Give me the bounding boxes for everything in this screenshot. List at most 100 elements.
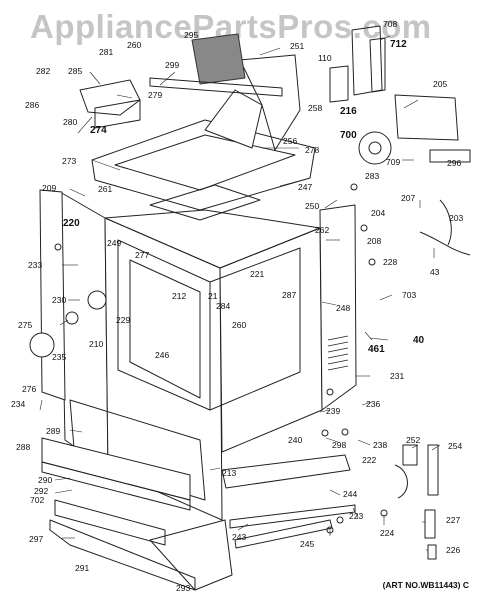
callout-c71: 292 bbox=[34, 486, 49, 496]
callout-c50: 260 bbox=[232, 320, 247, 330]
callout-c55: 235 bbox=[52, 352, 67, 362]
callout-c60: 236 bbox=[366, 399, 381, 409]
callout-c2: 281 bbox=[99, 47, 114, 57]
cylinder-227 bbox=[424, 509, 436, 539]
broiler-area bbox=[69, 399, 206, 501]
callout-c48: 248 bbox=[336, 303, 351, 313]
burner-assembly bbox=[79, 79, 141, 116]
callout-c33: 203 bbox=[449, 213, 464, 223]
hinge-254 bbox=[427, 444, 439, 496]
callout-c67: 298 bbox=[332, 440, 347, 450]
callout-c21: 273 bbox=[62, 156, 77, 166]
callout-c82: 293 bbox=[176, 583, 191, 593]
callout-c11: 279 bbox=[148, 90, 163, 100]
callout-c75: 297 bbox=[29, 534, 44, 544]
callout-c35: 208 bbox=[367, 236, 382, 246]
art-number: (ART NO.WB11443) C bbox=[382, 580, 469, 590]
callout-c9: 299 bbox=[165, 60, 180, 70]
callout-c38: 221 bbox=[250, 269, 265, 279]
callout-c81: 226 bbox=[446, 545, 461, 555]
callout-c5: 708 bbox=[383, 19, 398, 29]
control-knob bbox=[29, 332, 55, 358]
ignitor-bracket bbox=[429, 149, 471, 163]
callout-c66: 254 bbox=[448, 441, 463, 451]
rear-bracket-205 bbox=[394, 94, 459, 141]
hinge-252 bbox=[402, 444, 418, 466]
oven-cavity-inner bbox=[129, 259, 201, 399]
oven-body-left-side bbox=[59, 191, 109, 471]
knob-insert bbox=[65, 311, 79, 325]
callout-c27: 247 bbox=[298, 182, 313, 192]
callout-c13: 280 bbox=[63, 117, 78, 127]
ignitor-wire bbox=[439, 199, 452, 246]
callout-c39: 228 bbox=[383, 257, 398, 267]
callout-c47: 229 bbox=[116, 315, 131, 325]
callout-c1: 260 bbox=[127, 40, 142, 50]
callout-c32: 262 bbox=[315, 225, 330, 235]
rotisserie-handle bbox=[394, 464, 408, 499]
callout-c6: 712 bbox=[390, 39, 407, 50]
callout-c45: 703 bbox=[402, 290, 417, 300]
callout-c42: 212 bbox=[172, 291, 187, 301]
callout-c46: 230 bbox=[52, 295, 67, 305]
callout-c25: 209 bbox=[42, 183, 57, 193]
callout-c15: 216 bbox=[340, 106, 357, 117]
callout-c53: 40 bbox=[413, 335, 425, 346]
callout-c34: 249 bbox=[107, 238, 122, 248]
relay-110 bbox=[329, 65, 349, 103]
burner-assembly-part bbox=[94, 99, 141, 129]
callout-c8: 285 bbox=[68, 66, 83, 76]
callout-c4: 251 bbox=[290, 41, 305, 51]
callout-c69: 213 bbox=[222, 468, 237, 478]
wire-43 bbox=[419, 231, 471, 256]
callout-c64: 238 bbox=[373, 440, 388, 450]
callout-c7: 282 bbox=[36, 66, 51, 76]
callout-c57: 231 bbox=[390, 371, 405, 381]
callout-c72: 702 bbox=[30, 495, 45, 505]
bottom-pan bbox=[49, 519, 196, 591]
base-tray bbox=[54, 499, 166, 546]
callout-c26: 261 bbox=[98, 184, 113, 194]
lower-front-trim bbox=[221, 454, 351, 489]
callout-c63: 240 bbox=[288, 435, 303, 445]
callout-c43: 21 bbox=[208, 291, 218, 301]
insulation-blanket bbox=[191, 33, 246, 85]
rear-wall bbox=[319, 204, 357, 411]
callout-c79: 291 bbox=[75, 563, 90, 573]
callout-c74: 223 bbox=[349, 511, 364, 521]
callout-c76: 243 bbox=[232, 532, 247, 542]
control-box-708 bbox=[351, 25, 383, 96]
gas-valve-disk bbox=[358, 131, 392, 165]
top-frame bbox=[149, 77, 283, 97]
callout-c70: 290 bbox=[38, 475, 53, 485]
callout-c14: 274 bbox=[90, 125, 107, 136]
vent-slots bbox=[327, 335, 349, 371]
callout-c51: 210 bbox=[89, 339, 104, 349]
callout-c29: 204 bbox=[371, 208, 386, 218]
back-panel-top bbox=[239, 54, 301, 151]
callout-c62: 288 bbox=[16, 442, 31, 452]
cavity-back bbox=[209, 247, 301, 411]
callout-c61: 289 bbox=[46, 426, 61, 436]
top-panel bbox=[91, 119, 316, 211]
bottom-rail bbox=[229, 504, 356, 529]
callout-c20: 278 bbox=[305, 145, 320, 155]
kick-plate bbox=[149, 519, 233, 591]
callout-c52: 246 bbox=[155, 350, 170, 360]
top-panel-inner bbox=[114, 134, 296, 191]
callout-c54: 461 bbox=[368, 344, 385, 355]
callout-c56: 276 bbox=[22, 384, 37, 394]
callout-c16: 258 bbox=[308, 103, 323, 113]
callout-c49: 275 bbox=[18, 320, 33, 330]
callout-c77: 227 bbox=[446, 515, 461, 525]
callout-c12: 286 bbox=[25, 100, 40, 110]
callout-c22: 709 bbox=[386, 157, 401, 167]
callout-c68: 222 bbox=[362, 455, 377, 465]
toe-kick-bracket bbox=[234, 519, 333, 549]
callout-c18: 700 bbox=[340, 130, 357, 141]
callout-c40: 43 bbox=[430, 267, 440, 277]
callout-c30: 207 bbox=[401, 193, 416, 203]
callout-c10: 110 bbox=[318, 53, 332, 63]
